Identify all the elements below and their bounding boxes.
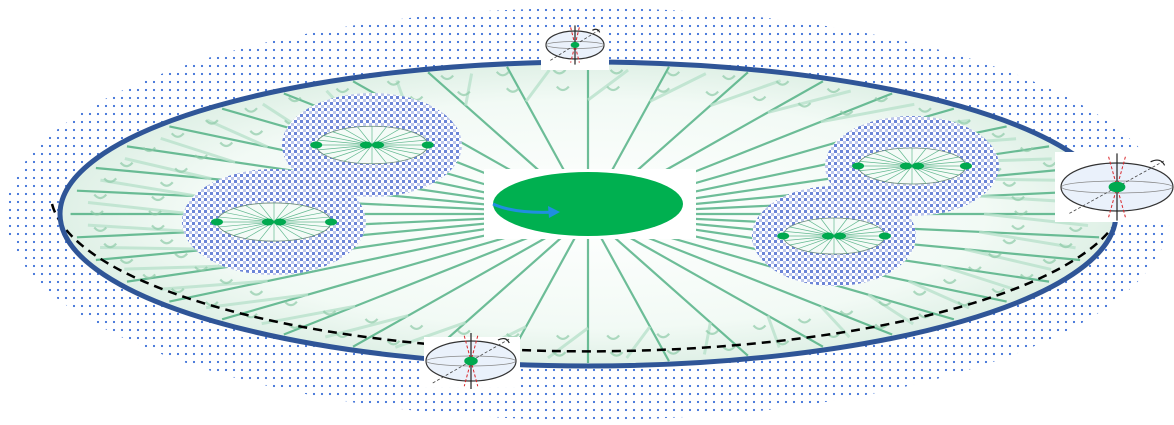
gyroscope-icon-right xyxy=(1055,152,1173,222)
mini-edge-left xyxy=(211,219,223,226)
mini-core-right xyxy=(834,233,846,240)
mini-core-right xyxy=(912,163,924,170)
mini-core-right xyxy=(274,219,286,226)
mini-core-left xyxy=(900,163,912,170)
central-core-disk xyxy=(493,172,683,236)
mini-galaxy-right xyxy=(752,186,916,286)
mini-core-left xyxy=(360,142,372,149)
mini-edge-right xyxy=(879,233,891,240)
gyroscope-core xyxy=(464,357,478,366)
mini-edge-right xyxy=(422,142,434,149)
mini-edge-right xyxy=(325,219,337,226)
mini-edge-left xyxy=(852,163,864,170)
mini-edge-left xyxy=(310,142,322,149)
mini-galaxy-left xyxy=(182,169,366,275)
gyroscope-core xyxy=(1109,182,1126,193)
mini-edge-right xyxy=(960,163,972,170)
gyroscope-core xyxy=(571,42,580,48)
mini-core-left xyxy=(262,219,274,226)
mini-core-right xyxy=(372,142,384,149)
gyroscope-icon-bottom xyxy=(424,333,520,389)
gyroscope-icon-top xyxy=(542,25,608,66)
mini-core-left xyxy=(822,233,834,240)
mini-edge-left xyxy=(777,233,789,240)
